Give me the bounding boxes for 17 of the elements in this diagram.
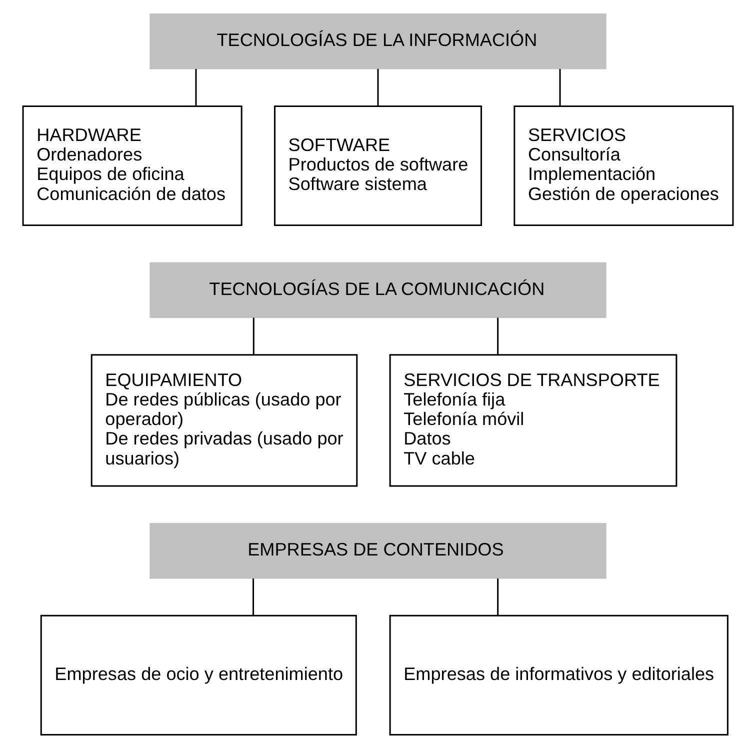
node-box: SERVICIOS Consultoría Implementación Gestión de operaciones [513, 105, 734, 226]
node-box: Empresas de ocio y entretenimiento [40, 614, 356, 736]
node-box: EQUIPAMIENTO De redes públicas (usado por operador) De redes privadas (usado por usuarios) [90, 354, 358, 487]
node-box: SERVICIOS DE TRANSPORTE Telefonía fija Telefonía móvil Datos TV cable [388, 354, 677, 487]
node-box: HARDWARE Ordenadores Equipos de oficina Comunicación de datos [22, 105, 242, 226]
connector [376, 68, 378, 106]
connector [194, 68, 196, 106]
node-box: EMPRESAS DE CONTENIDOS [149, 522, 606, 579]
node-box: SOFTWARE Productos de software Software sistema [274, 105, 482, 226]
connector [252, 578, 254, 616]
connector [496, 318, 498, 355]
node-box: TECNOLOGÍAS DE LA COMUNICACIÓN [149, 262, 606, 318]
node-box: TECNOLOGÍAS DE LA INFORMACIÓN [149, 14, 606, 70]
connector [252, 318, 254, 355]
connector [496, 578, 498, 616]
node-box: Empresas de informativos y editoriales [388, 614, 728, 736]
connector [558, 68, 560, 106]
